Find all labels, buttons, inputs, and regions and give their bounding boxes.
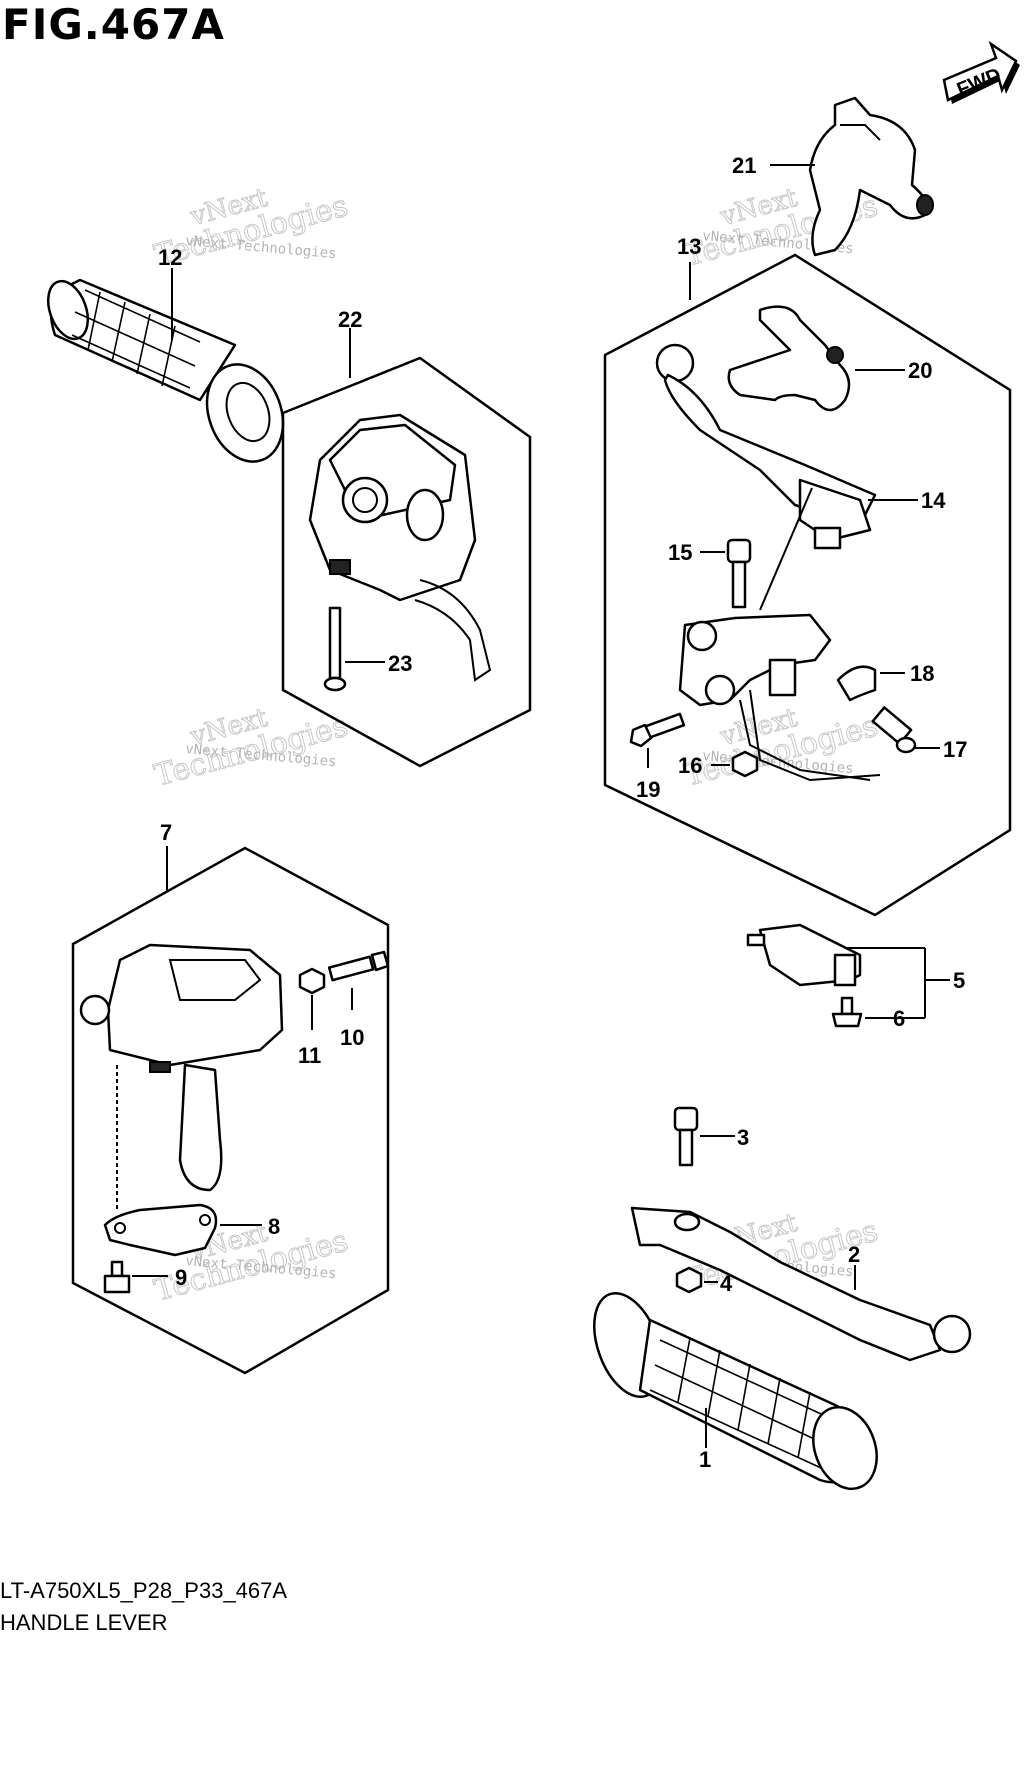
master-cylinder-part bbox=[678, 613, 881, 782]
brake-lever-part bbox=[655, 343, 877, 550]
callout-7: 7 bbox=[160, 820, 172, 845]
callout-19: 19 bbox=[636, 777, 660, 802]
switch-mount-screw-part bbox=[831, 996, 863, 1028]
callout-17: 17 bbox=[943, 737, 967, 762]
lever-pivot-bolt-part bbox=[673, 1106, 699, 1167]
callout-11: 11 bbox=[298, 1043, 321, 1068]
callout-16: 16 bbox=[678, 753, 702, 778]
callout-23: 23 bbox=[388, 651, 412, 676]
boot-part bbox=[836, 665, 877, 702]
callout-9: 9 bbox=[175, 1265, 187, 1290]
frame-brake-lever bbox=[603, 253, 1012, 917]
model-code: LT-A750XL5_P28_P33_467A bbox=[0, 1578, 288, 1603]
callout-22: 22 bbox=[338, 307, 362, 332]
cover-part bbox=[808, 96, 934, 257]
callout-2: 2 bbox=[848, 1242, 860, 1267]
brake-switch-part bbox=[746, 923, 862, 987]
throttle-nut-part bbox=[298, 967, 326, 995]
figure-name: HANDLE LEVER bbox=[0, 1610, 168, 1635]
throttle-bolt-part bbox=[327, 950, 390, 982]
pivot-bolt-part bbox=[726, 538, 752, 609]
callout-8: 8 bbox=[268, 1214, 280, 1239]
callout-20: 20 bbox=[908, 358, 932, 383]
clutch-lever-part bbox=[630, 1206, 972, 1362]
frame-switch bbox=[281, 356, 532, 768]
switch-screw-part bbox=[871, 706, 917, 754]
grip-right-part bbox=[593, 1291, 878, 1491]
callout-5: 5 bbox=[953, 968, 965, 993]
throttle-housing-part bbox=[79, 943, 284, 1192]
callout-13: 13 bbox=[677, 234, 701, 259]
callout-6: 6 bbox=[893, 1006, 905, 1031]
callout-21: 21 bbox=[732, 153, 756, 178]
watermark: vNext Technologies vNext Technologies vN… bbox=[150, 182, 882, 1309]
callout-3: 3 bbox=[737, 1125, 749, 1150]
callout-18: 18 bbox=[910, 661, 934, 686]
throttle-plate-screw-part bbox=[103, 1260, 131, 1294]
callout-12: 12 bbox=[158, 245, 182, 270]
handlebar-switch-part bbox=[308, 413, 492, 682]
lever-nut-part bbox=[675, 1266, 703, 1294]
callout-1: 1 bbox=[699, 1447, 711, 1472]
bracket-part bbox=[727, 305, 851, 412]
nut-part bbox=[731, 750, 759, 778]
callout-4: 4 bbox=[720, 1271, 733, 1296]
grip-left-part bbox=[46, 278, 285, 463]
frame-throttle bbox=[71, 846, 390, 1375]
callout-15: 15 bbox=[668, 540, 692, 565]
screw-part bbox=[323, 606, 347, 692]
bolt-part bbox=[629, 712, 686, 748]
figure-title: FIG.467A bbox=[2, 0, 225, 49]
callout-14: 14 bbox=[921, 488, 946, 513]
throttle-cover-plate-part bbox=[103, 1203, 218, 1257]
fwd-arrow-icon: FWD bbox=[942, 40, 1020, 104]
callout-10: 10 bbox=[340, 1025, 364, 1050]
